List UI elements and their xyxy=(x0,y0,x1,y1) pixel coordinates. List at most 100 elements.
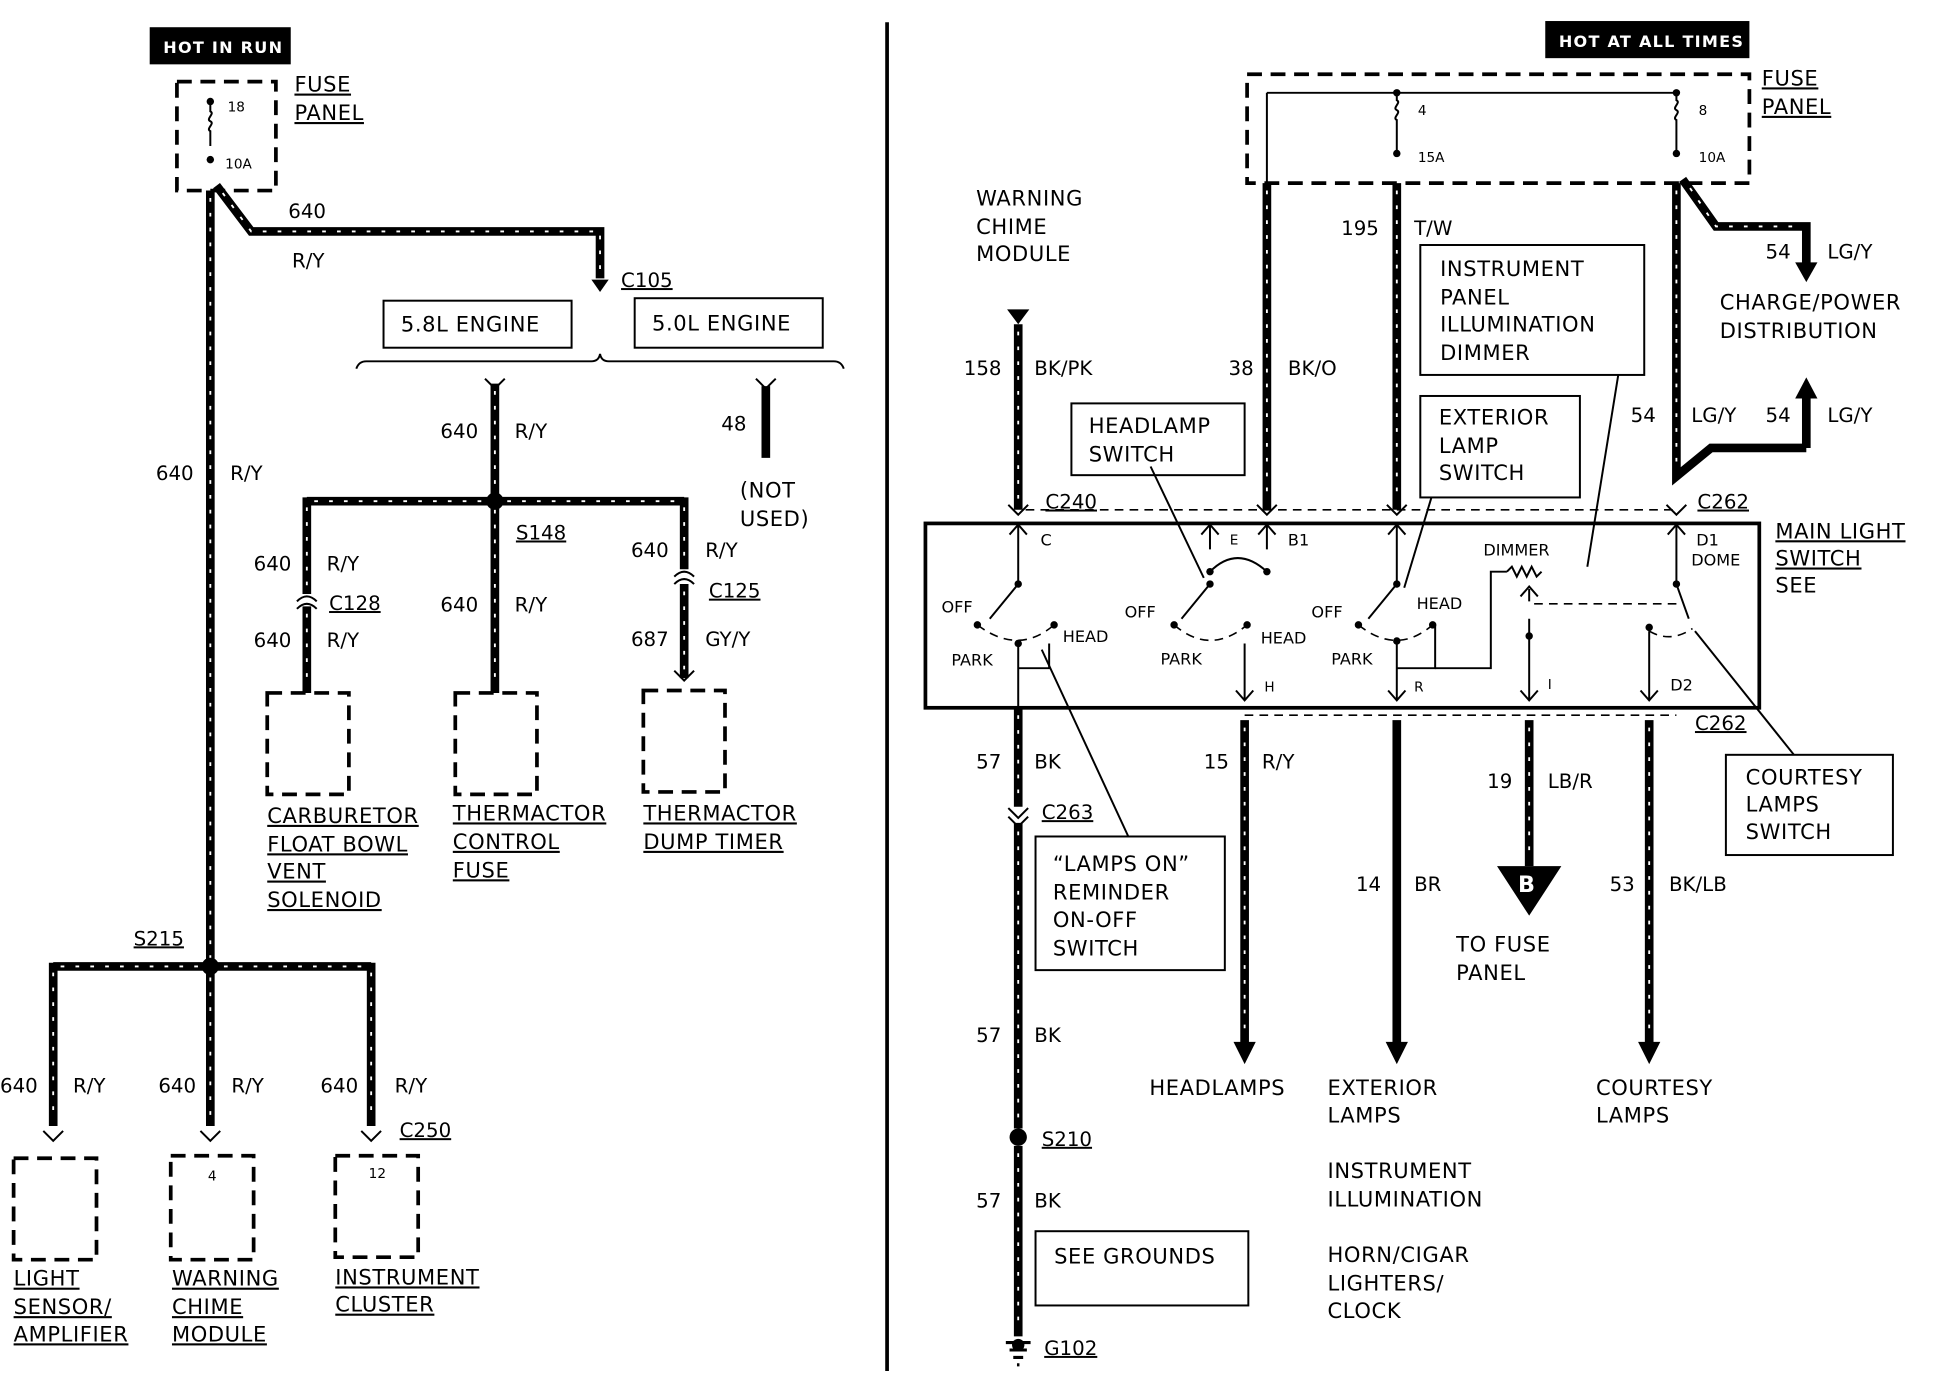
svg-text:SOLENOID: SOLENOID xyxy=(267,887,381,912)
horn-cigar-label: HORN/CIGAR LIGHTERS/ CLOCK xyxy=(1328,1242,1469,1323)
connector-c125: C125 xyxy=(709,580,761,603)
svg-text:HOT AT ALL TIMES: HOT AT ALL TIMES xyxy=(1559,32,1744,51)
svg-text:15A: 15A xyxy=(1418,150,1445,166)
courtesy-lamps-switch-box: COURTESY LAMPS SWITCH xyxy=(1724,753,1894,857)
wire-48-not-used xyxy=(755,377,777,458)
svg-text:VENT: VENT xyxy=(267,859,326,884)
box-58-engine xyxy=(382,299,573,349)
warning-chime-label: WARNING CHIME MODULE xyxy=(172,1266,279,1347)
svg-text:D2: D2 xyxy=(1670,675,1693,694)
fuse-panel-label-1: FUSE xyxy=(294,72,351,97)
svg-text:SEE GROUNDS: SEE GROUNDS xyxy=(1054,1243,1215,1268)
thermactor-timer-label: THERMACTOR DUMP TIMER xyxy=(642,800,796,854)
headlamps-label: HEADLAMPS xyxy=(1149,1075,1285,1100)
color-lbr: LB/R xyxy=(1548,770,1593,793)
color-bk-b: BK xyxy=(1034,1024,1062,1047)
svg-text:4: 4 xyxy=(1418,103,1427,119)
connector-c262-top: C262 xyxy=(1697,491,1749,514)
see-grounds-box: SEE GROUNDS xyxy=(1034,1230,1250,1307)
svg-text:E: E xyxy=(1230,532,1239,548)
color-bk-c: BK xyxy=(1034,1190,1062,1213)
svg-text:SEE: SEE xyxy=(1775,573,1817,598)
svg-text:HOT IN RUN: HOT IN RUN xyxy=(163,38,283,57)
svg-text:REMINDER: REMINDER xyxy=(1053,880,1170,905)
color-bk-a: BK xyxy=(1034,750,1062,773)
svg-text:CHIME: CHIME xyxy=(172,1294,243,1319)
svg-text:CARBURETOR: CARBURETOR xyxy=(267,803,419,828)
svg-text:CLUSTER: CLUSTER xyxy=(335,1292,434,1317)
splice-s148: S148 xyxy=(516,522,566,545)
courtesy-switch-pointer xyxy=(1694,630,1795,756)
color-tw: T/W xyxy=(1413,217,1452,240)
wire-color-ry-e: R/Y xyxy=(327,629,360,652)
wire-color-ry-d: R/Y xyxy=(327,552,360,575)
not-used-2: USED) xyxy=(740,506,809,531)
charge-power-label: CHARGE/POWER DISTRIBUTION xyxy=(1720,289,1901,342)
svg-text:10A: 10A xyxy=(1699,150,1726,166)
wire-color-gyy: GY/Y xyxy=(705,628,751,651)
color-ry-right: R/Y xyxy=(1262,750,1295,773)
color-br: BR xyxy=(1414,873,1442,896)
wire-num-640-j: 640 xyxy=(320,1075,358,1098)
instrument-cluster-box xyxy=(333,1153,421,1260)
headlamp-switch-box: HEADLAMP SWITCH xyxy=(1070,402,1246,477)
color-lgy-b: LG/Y xyxy=(1691,404,1737,427)
connector-c240: C240 xyxy=(1045,491,1097,514)
main-light-switch: OFF PARK HEAD C E B1 OFF PARK HEAD H OFF… xyxy=(923,509,1762,717)
ip-dimmer-box: INSTRUMENT PANEL ILLUMINATION DIMMER xyxy=(1419,244,1646,376)
exterior-lamp-switch-box: EXTERIOR LAMP SWITCH xyxy=(1419,394,1581,499)
pin-4: 4 xyxy=(208,1168,217,1184)
svg-text:TO FUSE: TO FUSE xyxy=(1455,932,1550,957)
wire-54-a: 54 xyxy=(1765,241,1790,264)
svg-text:PARK: PARK xyxy=(951,651,993,670)
svg-text:CONTROL: CONTROL xyxy=(453,829,560,854)
svg-text:DUMP TIMER: DUMP TIMER xyxy=(643,829,783,854)
thermactor-fuse-box xyxy=(453,691,539,797)
svg-text:EXTERIOR: EXTERIOR xyxy=(1328,1075,1438,1100)
svg-text:DIMMER: DIMMER xyxy=(1483,541,1549,560)
wire-num-687: 687 xyxy=(631,628,669,651)
wire-54-c: 54 xyxy=(1765,404,1790,427)
wire-38: 38 xyxy=(1229,357,1254,380)
wire-53: 53 xyxy=(1610,873,1635,896)
wire-640-s215-branch xyxy=(42,957,382,1143)
svg-text:HEAD: HEAD xyxy=(1417,594,1463,613)
wire-color-ry-j: R/Y xyxy=(395,1075,428,1098)
svg-text:INSTRUMENT: INSTRUMENT xyxy=(1440,256,1584,281)
svg-text:PARK: PARK xyxy=(1160,649,1202,668)
svg-text:DIMMER: DIMMER xyxy=(1440,340,1530,365)
svg-text:18: 18 xyxy=(228,99,245,115)
connector-c263: C263 xyxy=(1042,801,1094,824)
svg-text:R: R xyxy=(1414,680,1424,696)
svg-text:COURTESY: COURTESY xyxy=(1746,765,1863,790)
wire-num-640-b: 640 xyxy=(156,462,194,485)
b-marker: B xyxy=(1518,872,1535,898)
wire-num-48: 48 xyxy=(721,413,746,436)
svg-text:HEAD: HEAD xyxy=(1261,628,1307,647)
svg-text:CLOCK: CLOCK xyxy=(1328,1298,1402,1323)
wire-14: 14 xyxy=(1356,873,1381,896)
svg-text:H: H xyxy=(1264,680,1274,696)
lamps-on-pointer xyxy=(1040,649,1130,837)
wire-57-b: 57 xyxy=(976,1024,1001,1047)
svg-text:SWITCH: SWITCH xyxy=(1089,442,1175,467)
instrument-cluster-label: INSTRUMENT CLUSTER xyxy=(335,1264,479,1316)
svg-text:WARNING: WARNING xyxy=(172,1266,279,1291)
carburetor-solenoid-box xyxy=(265,691,351,797)
wire-158: 158 xyxy=(964,357,1002,380)
label-50-engine: 5.0L ENGINE xyxy=(652,310,791,335)
wire-num-640-i: 640 xyxy=(158,1075,196,1098)
fuse-18: 18 10A xyxy=(175,79,278,193)
right-wires-bottom xyxy=(1005,707,1661,1367)
connector-c128: C128 xyxy=(329,592,381,615)
svg-text:HEAD: HEAD xyxy=(1063,627,1109,646)
connector-c250: C250 xyxy=(400,1119,452,1142)
fuse-panel-right: 4 15A 8 10A xyxy=(1245,72,1752,185)
wire-color-ry-h: R/Y xyxy=(73,1075,106,1098)
svg-text:MODULE: MODULE xyxy=(172,1321,267,1346)
svg-text:COURTESY: COURTESY xyxy=(1596,1075,1713,1100)
svg-text:MAIN LIGHT: MAIN LIGHT xyxy=(1775,518,1905,543)
svg-text:OFF: OFF xyxy=(1125,602,1156,621)
wire-color-ry-b: R/Y xyxy=(230,462,263,485)
